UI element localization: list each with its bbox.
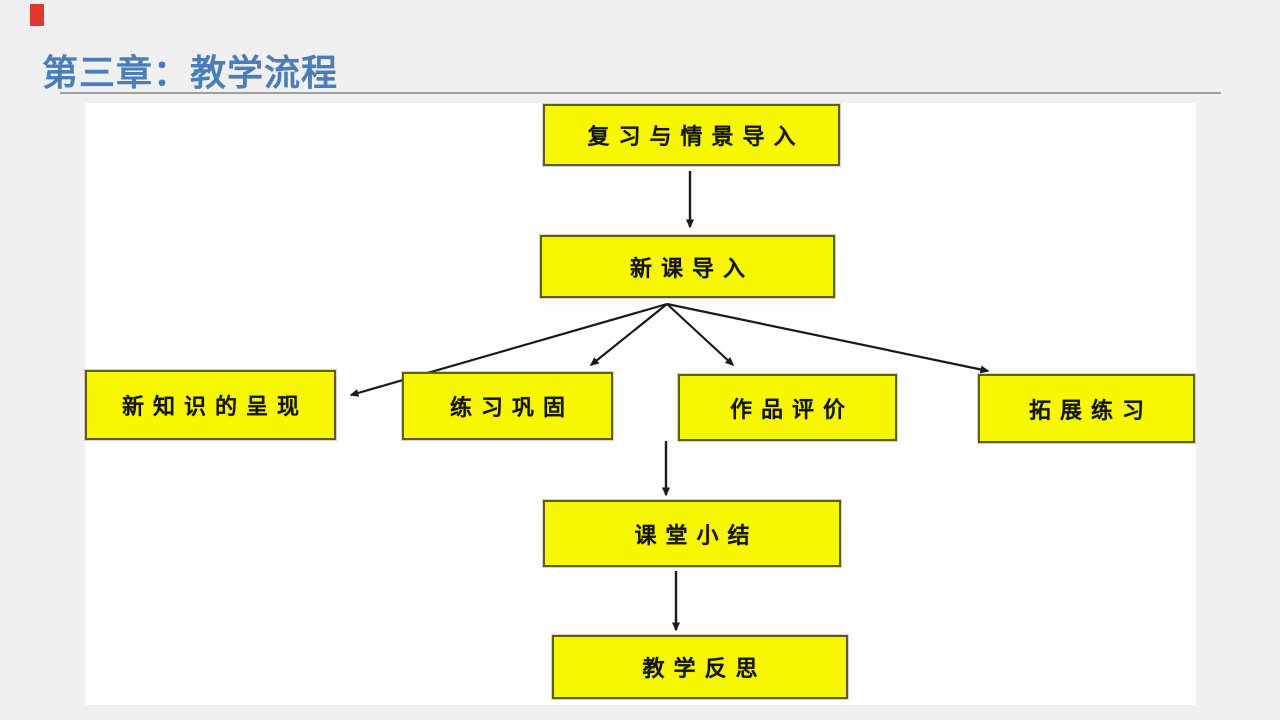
flowchart-panel: 复习与情景导入 新课导入 新知识的呈现 练习巩固 作品评价 拓展练习 课堂小结 …	[85, 103, 1196, 705]
flow-node-label: 作品评价	[729, 396, 854, 422]
flow-node-practice: 练习巩固	[402, 372, 613, 440]
flow-node-summary: 课堂小结	[543, 500, 841, 567]
page-title: 第三章：教学流程	[42, 52, 339, 93]
flow-node-label: 新课导入	[629, 255, 754, 281]
flow-node-label: 教学反思	[642, 656, 767, 681]
title-divider-line	[60, 92, 1221, 94]
arrow-newlesson-to-practice	[589, 303, 668, 366]
red-accent-bar	[30, 4, 44, 26]
flow-node-label: 练习巩固	[449, 395, 574, 420]
flow-node-evaluate: 作品评价	[678, 374, 897, 441]
arrow-newlesson-to-evaluate	[666, 303, 735, 367]
flow-node-reflect: 教学反思	[552, 635, 848, 699]
flow-node-extend: 拓展练习	[978, 374, 1195, 443]
flow-node-label: 复习与情景导入	[587, 124, 805, 149]
flow-node-label: 拓展练习	[1028, 397, 1153, 423]
arrow-newlesson-to-extend	[666, 302, 990, 374]
flow-node-label: 课堂小结	[634, 522, 759, 548]
flow-node-new-lesson: 新课导入	[540, 235, 835, 298]
flow-node-present: 新知识的呈现	[85, 370, 336, 440]
flow-node-label: 新知识的呈现	[121, 394, 308, 419]
flow-node-review: 复习与情景导入	[543, 104, 840, 166]
